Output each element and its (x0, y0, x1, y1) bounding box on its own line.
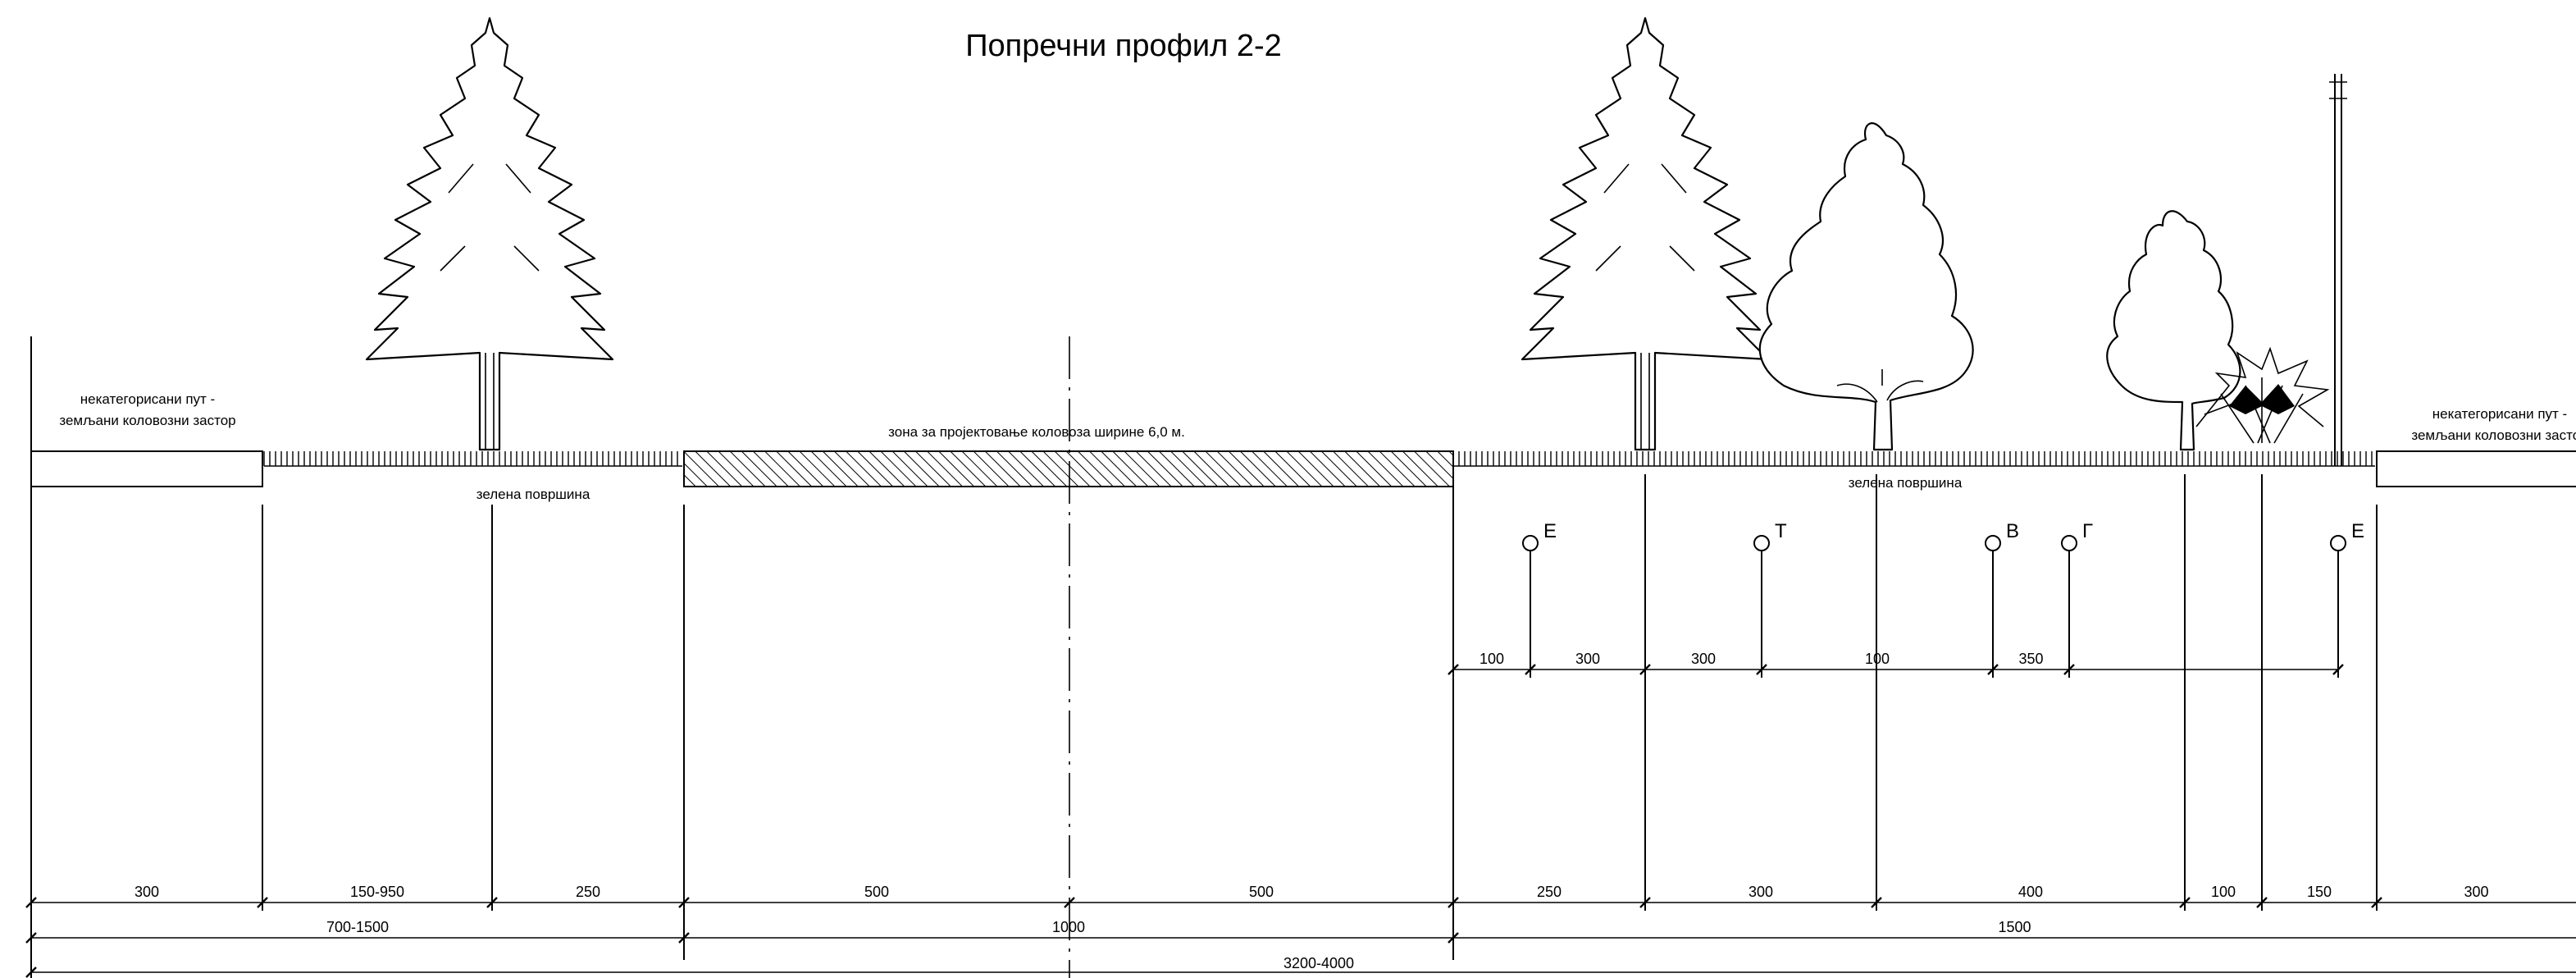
section-break-lines (30, 336, 2378, 978)
dim-tick (1448, 932, 1459, 944)
dim-label: 250 (1537, 884, 1562, 900)
dim-tick (678, 897, 690, 908)
dim-label: 150-950 (350, 884, 404, 900)
utility-symbol: Е (1543, 520, 1557, 542)
dim-tick (2332, 664, 2344, 675)
dim-tick (1448, 664, 1459, 675)
dim-label: 100 (2211, 884, 2236, 900)
dim-label: 3200-4000 (1283, 955, 1354, 971)
right-road-label: некатегорисани пут - земљани коловозни з… (2411, 406, 2576, 443)
deciduous-tree-icon (2106, 210, 2241, 451)
right-road-label-line2: земљани коловозни застор (2411, 427, 2576, 443)
left-road-surface (30, 450, 263, 487)
dim-label: 300 (134, 884, 159, 900)
utility-symbol: Е (2351, 520, 2364, 542)
utility-circle (2061, 535, 2077, 551)
dimension-lines: 100 300 300 100 350 300 150-950 250 500 500 250 300… (25, 651, 2576, 978)
dim-tick (2063, 664, 2075, 675)
dim-label: 100 (1865, 651, 1890, 667)
dim-tick (1448, 897, 1459, 908)
dim-label: 1500 (1998, 919, 2031, 935)
utility-symbol: В (2006, 520, 2019, 542)
dim-tick (1639, 897, 1651, 908)
utility-pole-icon (2329, 74, 2347, 466)
dim-tick (1756, 664, 1767, 675)
grass-strip (263, 451, 2375, 467)
dim-tick (257, 897, 268, 908)
utility-circle (1522, 535, 1539, 551)
utility-circle (2330, 535, 2346, 551)
dim-label: 300 (2464, 884, 2488, 900)
dim-label: 100 (1479, 651, 1504, 667)
dim-tick (1987, 664, 1999, 675)
conifer-tree-icon (1521, 16, 1770, 451)
dim-label: 1000 (1052, 919, 1085, 935)
dim-tick (2256, 897, 2268, 908)
dim-label: 300 (1575, 651, 1600, 667)
dim-label: 150 (2307, 884, 2332, 900)
dim-tick (1871, 897, 1882, 908)
carriageway-zone (683, 450, 1454, 487)
dim-tick (1525, 664, 1536, 675)
utility-symbol: Т (1775, 520, 1787, 542)
design-zone-label: зона за пројектовање коловоза ширине 6,0… (888, 424, 1185, 440)
conifer-tree-icon (365, 16, 614, 451)
dim-tick (1064, 897, 1075, 908)
dim-tick (678, 932, 690, 944)
deciduous-tree-icon (1758, 122, 1974, 451)
utility-circle (1753, 535, 1770, 551)
dim-label: 350 (2018, 651, 2043, 667)
dim-label: 400 (2018, 884, 2043, 900)
dim-label: 500 (864, 884, 889, 900)
right-road-surface (2376, 450, 2576, 487)
left-road-label: некатегорисани пут - земљани коловозни з… (59, 391, 235, 428)
dim-tick (2179, 897, 2191, 908)
green-area-left-label: зелена површина (476, 487, 590, 502)
utility-circle (1985, 535, 2001, 551)
dim-tick (25, 897, 37, 908)
dim-label: 250 (576, 884, 600, 900)
left-road-label-line1: некатегорисани пут - (80, 391, 215, 407)
dim-tick (1639, 664, 1651, 675)
dim-tick (25, 967, 37, 978)
dim-tick (486, 897, 498, 908)
utility-symbol: Г (2082, 520, 2093, 542)
dim-tick (2371, 897, 2382, 908)
left-road-label-line2: земљани коловозни застор (59, 413, 235, 428)
dim-label: 300 (1748, 884, 1773, 900)
section-title: Попречни профил 2-2 (965, 29, 1282, 63)
right-road-label-line1: некатегорисани пут - (2432, 406, 2567, 422)
green-area-right-label: зелена површина (1849, 475, 1963, 491)
dim-label: 500 (1249, 884, 1274, 900)
dim-label: 700-1500 (326, 919, 389, 935)
shrub-icon (2195, 346, 2330, 444)
dim-label: 300 (1691, 651, 1716, 667)
dim-tick (25, 932, 37, 944)
ground-profile (30, 450, 2576, 487)
